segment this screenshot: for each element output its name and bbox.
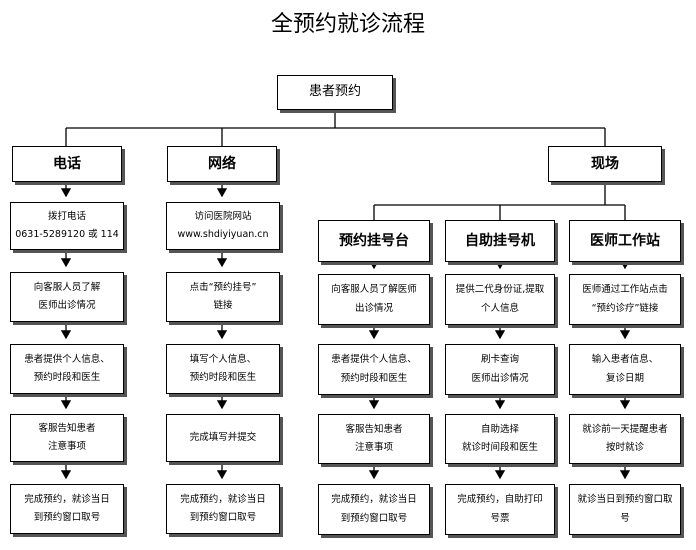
phone-step-3-text: 患者提供个人信息、 预约时段和医生 — [24, 353, 110, 383]
root-node: 患者预约 — [277, 75, 393, 110]
web-step-1-text: 访问医院网站 www.shdiyiyuan.cn — [177, 210, 269, 240]
phone-step-2-text: 向客服人员了解 医师出诊情况 — [33, 281, 101, 311]
kiosk-step-4-text: 完成预约，自助打印 号票 — [457, 494, 543, 524]
booking-desk-step-1: 向客服人员了解医师 出诊情况 — [318, 274, 430, 325]
onsite-sub-booking-desk: 预约挂号台 — [318, 220, 430, 262]
web-step-4-text: 完成填写并提交 — [189, 431, 257, 443]
phone-step-1-text: 拨打电话 0631-5289120 或 114 — [15, 210, 119, 240]
web-step-1: 访问医院网站 www.shdiyiyuan.cn — [166, 202, 280, 250]
web-step-4: 完成填写并提交 — [166, 414, 280, 462]
phone-step-1: 拨打电话 0631-5289120 或 114 — [10, 202, 124, 250]
kiosk-step-3: 自助选择 就诊时间段和医生 — [445, 414, 555, 464]
web-step-3: 填写个人信息、 预约时段和医生 — [166, 344, 280, 394]
channel-phone-label: 电话 — [53, 155, 81, 172]
kiosk-step-1-text: 提供二代身份证,提取 个人信息 — [455, 284, 545, 314]
onsite-sub-doctor-workstation-label: 医师工作站 — [590, 232, 660, 249]
workstation-step-3-text: 就诊前一天提醒患者 按时就诊 — [582, 423, 668, 453]
workstation-step-3: 就诊前一天提醒患者 按时就诊 — [569, 414, 681, 464]
kiosk-step-2-text: 刷卡查询 医师出诊情况 — [471, 354, 529, 384]
booking-desk-step-4: 完成预约，就诊当日 到预约窗口取号 — [318, 484, 430, 535]
phone-step-3: 患者提供个人信息、 预约时段和医生 — [10, 344, 124, 394]
channel-web-label: 网络 — [208, 155, 236, 172]
workstation-step-2-text: 输入患者信息、 复诊日期 — [591, 354, 659, 384]
onsite-sub-doctor-workstation: 医师工作站 — [569, 220, 681, 262]
web-step-5-text: 完成预约，就诊当日 到预约窗口取号 — [180, 493, 266, 523]
web-step-3-text: 填写个人信息、 预约时段和医生 — [189, 353, 257, 383]
kiosk-step-2: 刷卡查询 医师出诊情况 — [445, 344, 555, 395]
booking-desk-step-2-text: 患者提供个人信息、 预约时段和医生 — [331, 354, 417, 384]
booking-desk-step-3-text: 客服告知患者 注意事项 — [345, 423, 403, 453]
phone-step-2: 向客服人员了解 医师出诊情况 — [10, 272, 124, 322]
phone-step-4-text: 客服告知患者 注意事项 — [38, 422, 96, 452]
onsite-sub-booking-desk-label: 预约挂号台 — [339, 232, 409, 249]
workstation-step-1-text: 医师通过工作站点击 “预约诊疗”链接 — [582, 284, 668, 314]
diagram-title: 全预约就诊流程 — [270, 12, 425, 37]
channel-web: 网络 — [167, 146, 277, 182]
workstation-step-4-text: 就诊当日到预约窗口取 号 — [577, 494, 673, 524]
web-step-2-text: 点击“预约挂号” 链接 — [189, 281, 257, 311]
workstation-step-1: 医师通过工作站点击 “预约诊疗”链接 — [569, 274, 681, 325]
kiosk-step-1: 提供二代身份证,提取 个人信息 — [445, 274, 555, 325]
onsite-sub-self-service-kiosk: 自助挂号机 — [445, 220, 555, 262]
kiosk-step-4: 完成预约，自助打印 号票 — [445, 484, 555, 535]
onsite-sub-self-service-kiosk-label: 自助挂号机 — [465, 232, 535, 249]
phone-step-5: 完成预约，就诊当日 到预约窗口取号 — [10, 484, 124, 534]
web-step-5: 完成预约，就诊当日 到预约窗口取号 — [166, 484, 280, 534]
booking-desk-step-4-text: 完成预约，就诊当日 到预约窗口取号 — [331, 494, 417, 524]
web-step-2: 点击“预约挂号” 链接 — [166, 272, 280, 322]
phone-step-5-text: 完成预约，就诊当日 到预约窗口取号 — [24, 493, 110, 523]
root-label: 患者预约 — [308, 84, 361, 100]
channel-onsite: 现场 — [548, 146, 662, 182]
phone-step-4: 客服告知患者 注意事项 — [10, 414, 124, 462]
channel-phone: 电话 — [12, 146, 122, 182]
booking-desk-step-2: 患者提供个人信息、 预约时段和医生 — [318, 344, 430, 395]
workstation-step-2: 输入患者信息、 复诊日期 — [569, 344, 681, 395]
booking-desk-step-3: 客服告知患者 注意事项 — [318, 414, 430, 464]
workstation-step-4: 就诊当日到预约窗口取 号 — [569, 484, 681, 535]
kiosk-step-3-text: 自助选择 就诊时间段和医生 — [461, 423, 538, 453]
booking-desk-step-1-text: 向客服人员了解医师 出诊情况 — [331, 284, 417, 314]
channel-onsite-label: 现场 — [591, 155, 619, 172]
